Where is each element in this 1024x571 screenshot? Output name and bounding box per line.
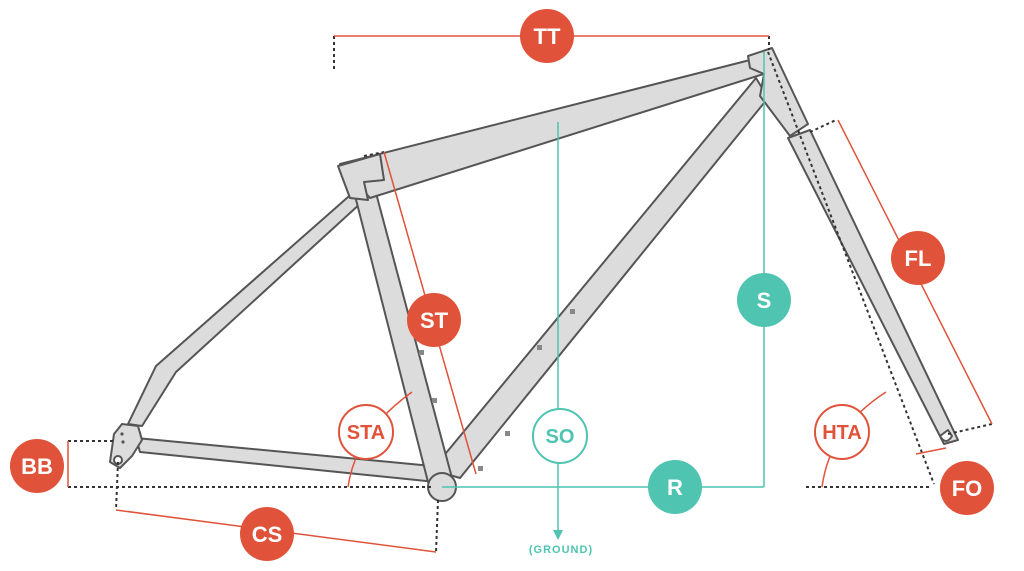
- badges: TT ST S FL STA SO HTA: [10, 9, 994, 561]
- cs-badge: CS: [240, 507, 294, 561]
- dropout-bolt-1: [120, 432, 124, 436]
- so-badge: SO: [532, 408, 588, 464]
- boss-downtube-3: [505, 431, 510, 436]
- fo-line: [915, 447, 947, 455]
- fo-badge: FO: [940, 461, 994, 515]
- st-badge: ST: [407, 293, 461, 347]
- svg-text:CS: CS: [252, 522, 283, 547]
- r-badge: R: [648, 460, 702, 514]
- ground-label: (GROUND): [529, 544, 593, 556]
- seat-stay: [127, 189, 363, 427]
- svg-text:SO: SO: [546, 426, 575, 448]
- fl-badge: FL: [891, 231, 945, 285]
- svg-text:FO: FO: [952, 476, 983, 501]
- construction-lines: [68, 36, 993, 553]
- s-badge: S: [737, 273, 791, 327]
- hta-badge: HTA: [814, 404, 870, 460]
- fork: [787, 129, 959, 445]
- ground-arrow: [553, 530, 563, 540]
- seat-cluster: [337, 153, 385, 201]
- svg-text:STA: STA: [347, 422, 386, 444]
- tt-badge: TT: [520, 9, 574, 63]
- head-tube: [747, 47, 809, 137]
- boss-seattube-1: [419, 350, 424, 355]
- boss-downtube-1: [570, 309, 575, 314]
- svg-text:FL: FL: [905, 246, 932, 271]
- svg-text:TT: TT: [534, 24, 561, 49]
- boss-downtube-2: [537, 345, 542, 350]
- boss-downtube-4: [478, 466, 483, 471]
- svg-text:S: S: [757, 288, 772, 313]
- red-measurements: [67, 35, 993, 553]
- svg-text:HTA: HTA: [822, 422, 862, 444]
- boss-seattube-2: [432, 398, 437, 403]
- svg-text:ST: ST: [420, 308, 449, 333]
- svg-text:BB: BB: [21, 454, 53, 479]
- top-tube: [339, 57, 771, 199]
- dropout-bolt-2: [121, 440, 125, 444]
- bike-frame: [109, 47, 959, 502]
- sta-badge: STA: [338, 404, 394, 460]
- bb-badge: BB: [10, 439, 64, 493]
- svg-text:R: R: [667, 475, 683, 500]
